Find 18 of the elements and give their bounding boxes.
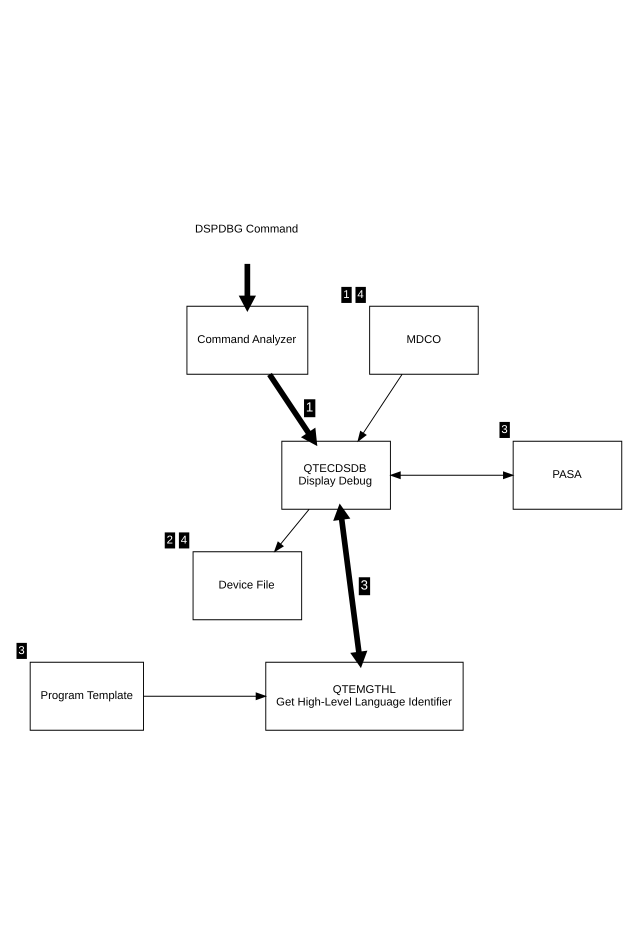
- edge-label: 3: [360, 577, 368, 592]
- arrow: [238, 263, 256, 312]
- node-box: Command Analyzer: [186, 305, 308, 374]
- arrow: [333, 502, 368, 668]
- node-label: 4: [180, 534, 188, 546]
- arrow: [389, 470, 514, 479]
- node-text: DSPDBG Command: [194, 223, 298, 236]
- node-label: 1: [343, 288, 350, 300]
- arrow: [143, 692, 268, 700]
- node-label: 4: [357, 288, 364, 300]
- node-box: QTECDSDB Display Debug: [281, 440, 391, 510]
- node-label: 3: [18, 644, 25, 656]
- node-box: QTEMGTHL Get High-Level Language Identifier: [265, 661, 464, 730]
- edge-label: 1: [306, 399, 314, 414]
- arrow: [274, 508, 310, 552]
- node-label: 2: [166, 534, 173, 546]
- node-label: 3: [501, 423, 508, 436]
- arrow: [357, 373, 402, 442]
